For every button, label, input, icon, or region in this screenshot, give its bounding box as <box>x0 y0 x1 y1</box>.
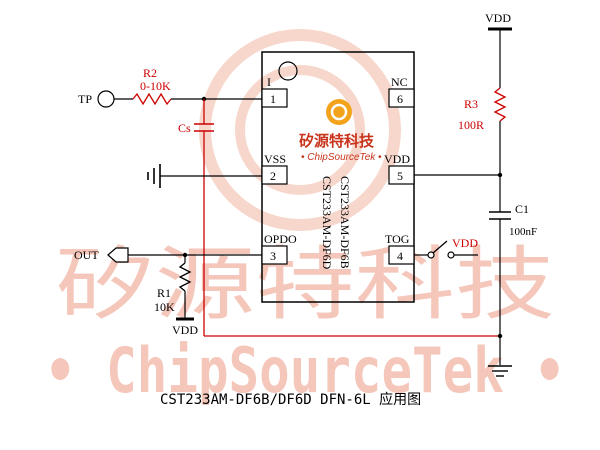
pin-box-1 <box>261 88 288 108</box>
r3-value: 100R <box>458 118 484 132</box>
watermark-en: • ChipSourceTek • <box>45 334 565 407</box>
diagram-caption: CST233AM-DF6B/DF6D DFN-6L 应用图 <box>160 391 421 408</box>
r1-value: 10K <box>154 300 175 314</box>
chip-part-a: CST233AM-DF6B <box>338 176 352 269</box>
vdd-tog-label: VDD <box>452 236 478 250</box>
pin1-marker <box>278 61 298 81</box>
r2-value: 0-10K <box>140 79 171 93</box>
pin-num-2: 2 <box>270 169 276 183</box>
watermark-ring-inner <box>235 65 365 195</box>
pin-name-1: I <box>267 75 271 89</box>
watermark-ring-outer <box>199 29 401 231</box>
r1-name: R1 <box>157 286 171 300</box>
pin-name-2: VSS <box>264 152 286 166</box>
pin-num-6: 6 <box>397 92 403 106</box>
pin-name-3: OPDO <box>264 232 297 246</box>
r3-resistor <box>493 87 507 122</box>
pin-box-6 <box>388 88 415 108</box>
pin-num-4: 4 <box>397 249 403 263</box>
cs-capacitor <box>194 99 502 337</box>
logo-icon-inner <box>330 103 348 121</box>
watermark: 矽源特科技 • ChipSourceTek • <box>45 29 565 407</box>
logo-en: • ChipSourceTek • <box>301 152 382 163</box>
c1-name: C1 <box>515 202 529 216</box>
net-input <box>97 90 262 108</box>
pin-name-4: TOG <box>385 232 410 246</box>
r1-resistor <box>178 262 192 292</box>
net-vdd <box>414 27 512 377</box>
pin-num-3: 3 <box>270 249 276 263</box>
watermark-cn: 矽源特科技 <box>55 238 555 331</box>
pin-box-2 <box>261 165 288 185</box>
pin-name-6: NC <box>391 75 408 89</box>
net-vss <box>147 164 262 188</box>
tog-switch-lever <box>432 240 448 254</box>
cs-label: Cs <box>178 121 191 135</box>
pin-num-5: 5 <box>397 169 403 183</box>
vdd-top-label: VDD <box>485 11 511 25</box>
chip-logo: 矽源特科技 • ChipSourceTek • <box>299 99 382 163</box>
r2-resistor <box>132 92 172 106</box>
tog-switch-contact-b <box>447 251 455 259</box>
net-output <box>107 247 262 321</box>
logo-cn: 矽源特科技 <box>299 132 375 150</box>
pin-name-5: VDD <box>384 152 410 166</box>
logo-icon <box>326 99 352 125</box>
tp-label: TP <box>78 92 92 106</box>
pin-num-1: 1 <box>270 92 276 106</box>
tp-terminal <box>97 90 115 108</box>
chip-part-b: CST233AM-DF6D <box>320 176 334 270</box>
net-tog <box>414 240 478 259</box>
tog-switch-contact-a <box>427 251 435 259</box>
out-label: OUT <box>74 248 99 262</box>
c1-value: 100nF <box>509 226 537 238</box>
r2-name: R2 <box>143 66 157 80</box>
r3-name: R3 <box>464 97 478 111</box>
vdd-r1-label: VDD <box>172 323 198 337</box>
